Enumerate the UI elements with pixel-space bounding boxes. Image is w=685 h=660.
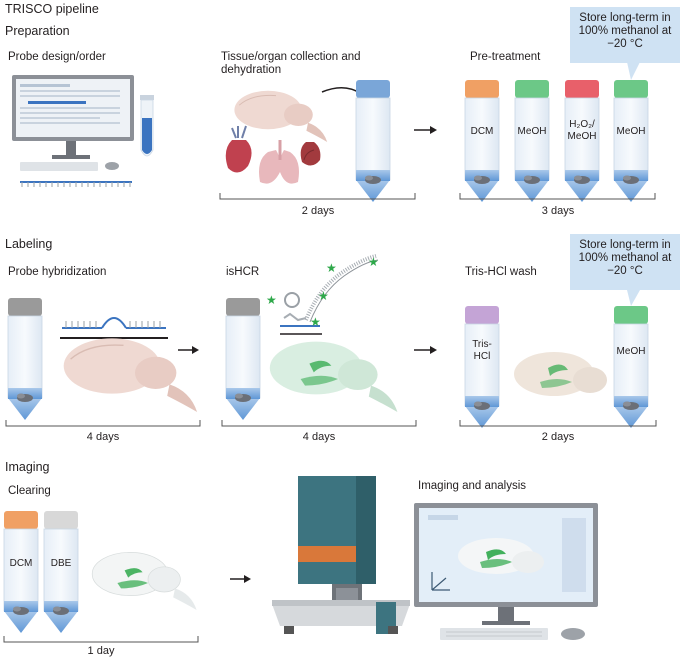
svg-text:★: ★ bbox=[326, 261, 337, 275]
bracket-4-days-hyb bbox=[5, 420, 201, 427]
tube-ishcr bbox=[225, 298, 261, 421]
step-pretreatment: Pre-treatment bbox=[470, 51, 541, 63]
wash-brain-illustration bbox=[514, 352, 607, 396]
cleared-brain-illustration bbox=[91, 551, 198, 611]
pipeline-title: TRISCO pipeline bbox=[5, 2, 99, 16]
arrow-4 bbox=[230, 575, 251, 583]
monitor-illustration bbox=[414, 503, 598, 640]
duration-probe-hybridization: 4 days bbox=[86, 431, 120, 443]
step-probe-design: Probe design/order bbox=[8, 51, 106, 63]
label-meoh-3: MeOH bbox=[616, 346, 646, 357]
ishcr-illustration: ★ ★ ★ ★ ★ bbox=[266, 254, 398, 412]
storage-callout-1-text: Store long-term in 100% methanol at −20 … bbox=[578, 12, 672, 50]
section-imaging: Imaging bbox=[5, 460, 50, 474]
probe-hybridization-illustration bbox=[60, 317, 198, 413]
tube-dehydration bbox=[355, 80, 391, 203]
label-tris-hcl: Tris- HCl bbox=[472, 339, 492, 362]
step-trishcl-wash: Tris-HCl wash bbox=[465, 266, 537, 278]
arrow-2 bbox=[178, 346, 199, 354]
arrow-1 bbox=[414, 126, 437, 134]
bracket-4-days-ishcr bbox=[221, 420, 417, 427]
step-imaging-analysis: Imaging and analysis bbox=[418, 480, 527, 492]
tube-meoh-1 bbox=[514, 80, 550, 203]
duration-clearing: 1 day bbox=[87, 645, 115, 657]
arrow-3 bbox=[414, 346, 437, 354]
organs-illustration bbox=[225, 87, 380, 184]
tube-h2o2-meoh bbox=[564, 80, 600, 203]
tube-dcm-2 bbox=[3, 511, 39, 634]
tube-meoh-2 bbox=[613, 80, 649, 203]
label-meoh-2: MeOH bbox=[616, 126, 646, 137]
storage-callout-2-text: Store long-term in 100% methanol at −20 … bbox=[578, 239, 672, 277]
svg-text:★: ★ bbox=[266, 293, 277, 307]
step-clearing: Clearing bbox=[8, 485, 51, 497]
microscope-illustration bbox=[272, 476, 410, 634]
label-dcm-2: DCM bbox=[9, 558, 33, 569]
tube-tris-hcl bbox=[464, 306, 500, 429]
storage-callout-2: Store long-term in 100% methanol at −20 … bbox=[570, 234, 680, 290]
bracket-1-day bbox=[3, 636, 199, 643]
svg-text:★: ★ bbox=[368, 255, 379, 269]
bracket-2-days-wash bbox=[459, 420, 657, 427]
svg-text:★: ★ bbox=[318, 289, 329, 303]
duration-pretreatment: 3 days bbox=[541, 205, 575, 217]
bracket-3-days bbox=[459, 193, 656, 200]
duration-tissue-collection: 2 days bbox=[301, 205, 335, 217]
label-dcm-1: DCM bbox=[470, 126, 494, 137]
step-ishcr: isHCR bbox=[226, 266, 260, 278]
label-meoh-1: MeOH bbox=[517, 126, 547, 137]
computer-illustration bbox=[12, 75, 154, 187]
duration-ishcr: 4 days bbox=[302, 431, 336, 443]
tube-meoh-3 bbox=[613, 306, 649, 429]
storage-callout-1: Store long-term in 100% methanol at −20 … bbox=[570, 7, 680, 63]
tube-dbe bbox=[43, 511, 79, 634]
duration-trishcl-wash: 2 days bbox=[541, 431, 575, 443]
svg-text:★: ★ bbox=[310, 315, 321, 329]
section-labeling: Labeling bbox=[5, 237, 53, 251]
bracket-2-days-prep bbox=[219, 193, 416, 200]
tube-hybridization bbox=[7, 298, 43, 421]
step-probe-hybridization: Probe hybridization bbox=[8, 266, 107, 278]
step-tissue-collection: Tissue/organ collection and dehydration bbox=[221, 51, 361, 76]
tube-dcm-1 bbox=[464, 80, 500, 203]
label-h2o2-meoh: H₂O₂/ MeOH bbox=[567, 119, 597, 142]
section-preparation: Preparation bbox=[5, 24, 70, 38]
label-dbe: DBE bbox=[50, 558, 72, 569]
